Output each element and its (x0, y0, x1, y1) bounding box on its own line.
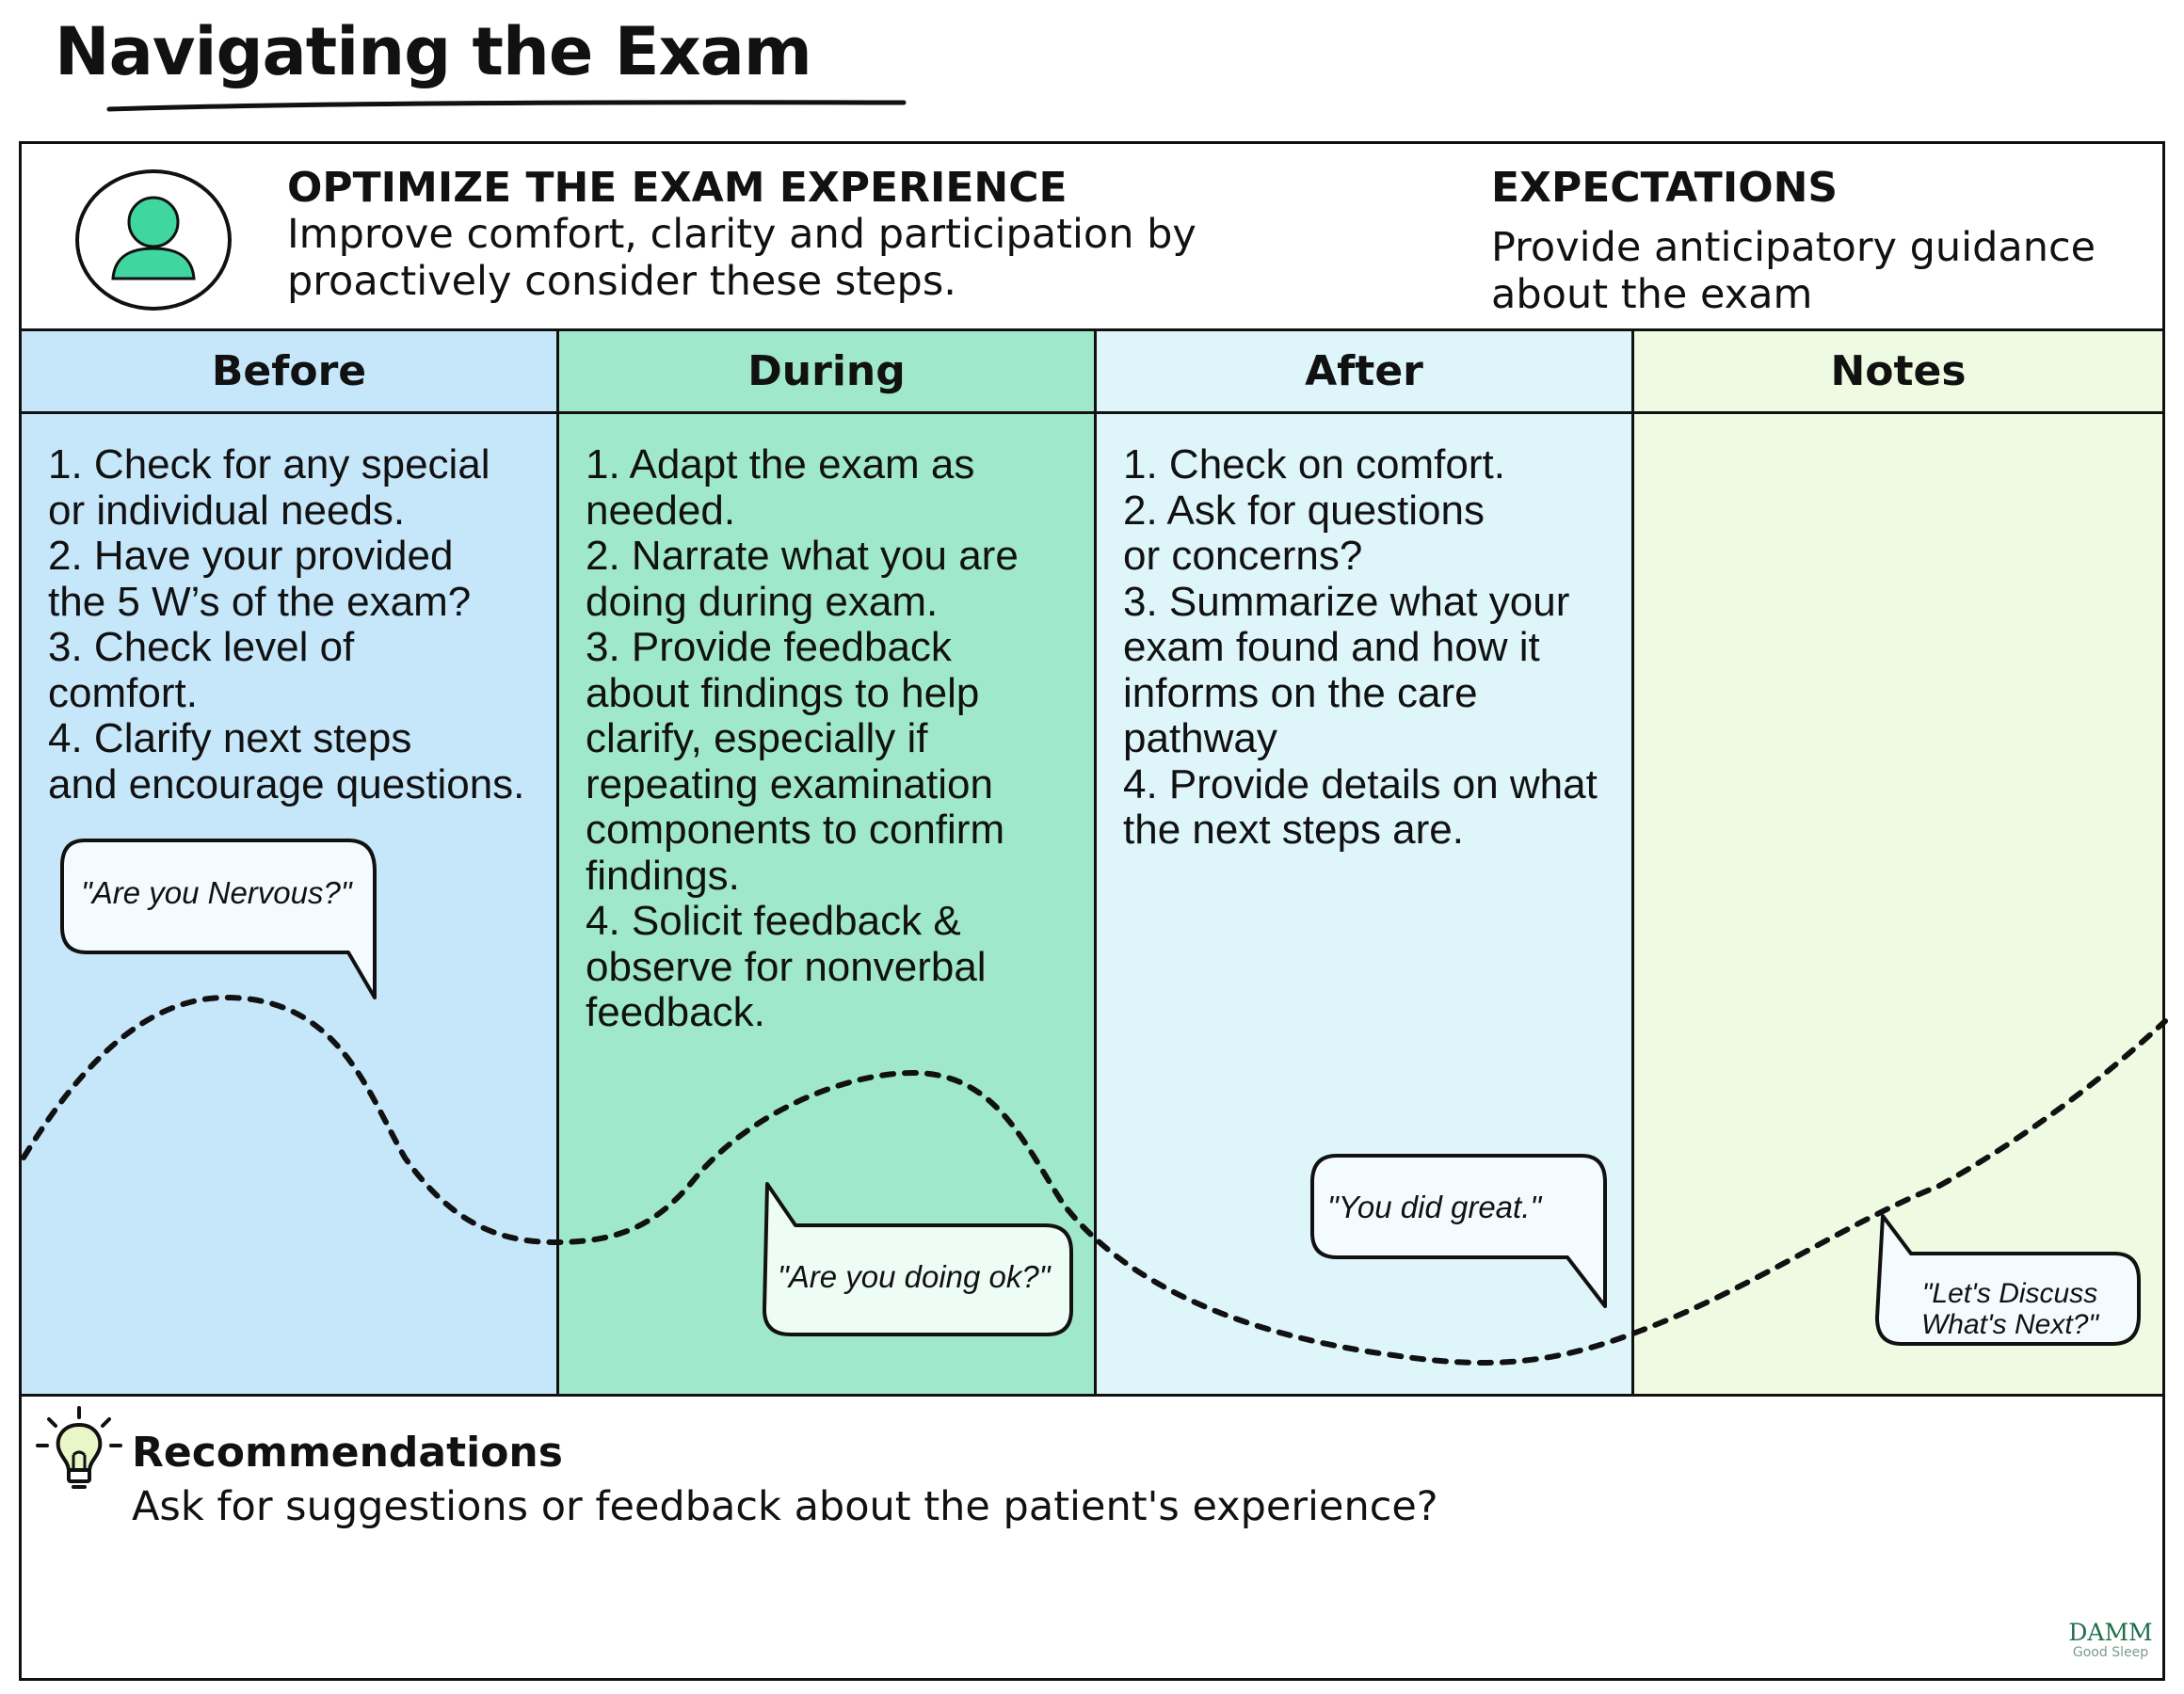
column-notes: Notes (1634, 331, 2162, 1397)
step-line: clarify, especially if (586, 715, 928, 761)
step-line: exam found and how it (1123, 624, 1540, 670)
step-line: 4. Solicit feedback & (586, 898, 961, 944)
column-during: During 1. Adapt the exam as needed. 2. N… (559, 331, 1097, 1397)
expectations-text: Provide anticipatory guidance about the … (1491, 224, 2096, 318)
expectations-heading: EXPECTATIONS (1491, 164, 1839, 212)
bubble-text-did-great: "You did great." (1327, 1190, 1542, 1224)
bubble-line: "Let's Discuss (1921, 1278, 2098, 1309)
column-body: 1. Check for any special or individual n… (22, 414, 556, 807)
step-line: 4. Provide details on what (1123, 760, 1598, 807)
step-line: 1. Check on comfort. (1123, 441, 1505, 487)
avatar (75, 169, 232, 311)
bubble-line: What's Next?" (1920, 1309, 2099, 1340)
step-line: 4. Clarify next steps (48, 715, 412, 761)
speech-bubble-did-great (1310, 1154, 1607, 1308)
logo-sub: Good Sleep (2072, 1645, 2149, 1660)
column-heading: After (1097, 331, 1631, 414)
columns-bottom-border (19, 1394, 2165, 1397)
step-line: 1. Check for any special (48, 441, 490, 487)
speech-bubble-nervous (60, 839, 377, 999)
optimize-heading: OPTIMIZE THE EXAM EXPERIENCE (287, 164, 1068, 212)
column-heading: During (559, 331, 1094, 414)
step-line: 2. Narrate what you are (586, 533, 1019, 579)
step-line: 2. Ask for questions (1123, 487, 1485, 534)
recommendations-heading: Recommendations (132, 1429, 563, 1477)
column-heading: Before (22, 331, 556, 414)
title-underline (106, 100, 907, 112)
step-line: comfort. (48, 669, 198, 716)
step-line: 1. Adapt the exam as (586, 441, 975, 487)
speech-bubble-whats-next (1875, 1214, 2141, 1346)
recommendations-text: Ask for suggestions or feedback about th… (132, 1483, 1438, 1530)
step-line: pathway (1123, 715, 1277, 761)
step-line: findings. (586, 852, 740, 899)
column-heading: Notes (1634, 331, 2162, 414)
logo-main: DAMM (2068, 1619, 2153, 1646)
bubble-text-doing-ok: "Are you doing ok?" (778, 1259, 1051, 1294)
step-line: 3. Check level of (48, 624, 355, 670)
diagram-frame (19, 141, 2165, 1681)
step-line: feedback. (586, 989, 765, 1035)
step-line: about findings to help (586, 669, 980, 716)
step-line: and encourage questions. (48, 760, 525, 807)
speech-bubble-doing-ok (763, 1182, 1073, 1336)
step-line: or concerns? (1123, 533, 1363, 579)
step-line: needed. (586, 487, 736, 534)
step-line: 3. Provide feedback (586, 624, 952, 670)
header-panel (19, 141, 2165, 331)
step-line: doing during exam. (586, 578, 939, 625)
journey-curve (21, 994, 2168, 1366)
step-line: or individual needs. (48, 487, 406, 534)
step-line: repeating examination (586, 760, 993, 807)
column-body: 1. Adapt the exam as needed. 2. Narrate … (559, 414, 1094, 1036)
brand-logo: DAMM Good Sleep (2067, 1621, 2154, 1668)
bubble-text-nervous: "Are you Nervous?" (81, 875, 352, 910)
step-line: the 5 W’s of the exam? (48, 578, 472, 625)
step-line: 2. Have your provided (48, 533, 454, 579)
lightbulb-icon (36, 1406, 122, 1489)
optimize-text: Improve comfort, clarity and participati… (287, 211, 1196, 305)
step-line: observe for nonverbal (586, 943, 987, 990)
step-line: 3. Summarize what your (1123, 578, 1570, 625)
column-body: 1. Check on comfort. 2. Ask for question… (1097, 414, 1631, 854)
step-line: components to confirm (586, 807, 1005, 853)
bubble-text-whats-next: "Let's Discuss What's Next?" (1892, 1278, 2128, 1340)
page-title: Navigating the Exam (55, 13, 812, 90)
step-line: the next steps are. (1123, 807, 1464, 853)
person-avatar-icon (111, 196, 196, 280)
step-line: informs on the care (1123, 669, 1478, 716)
